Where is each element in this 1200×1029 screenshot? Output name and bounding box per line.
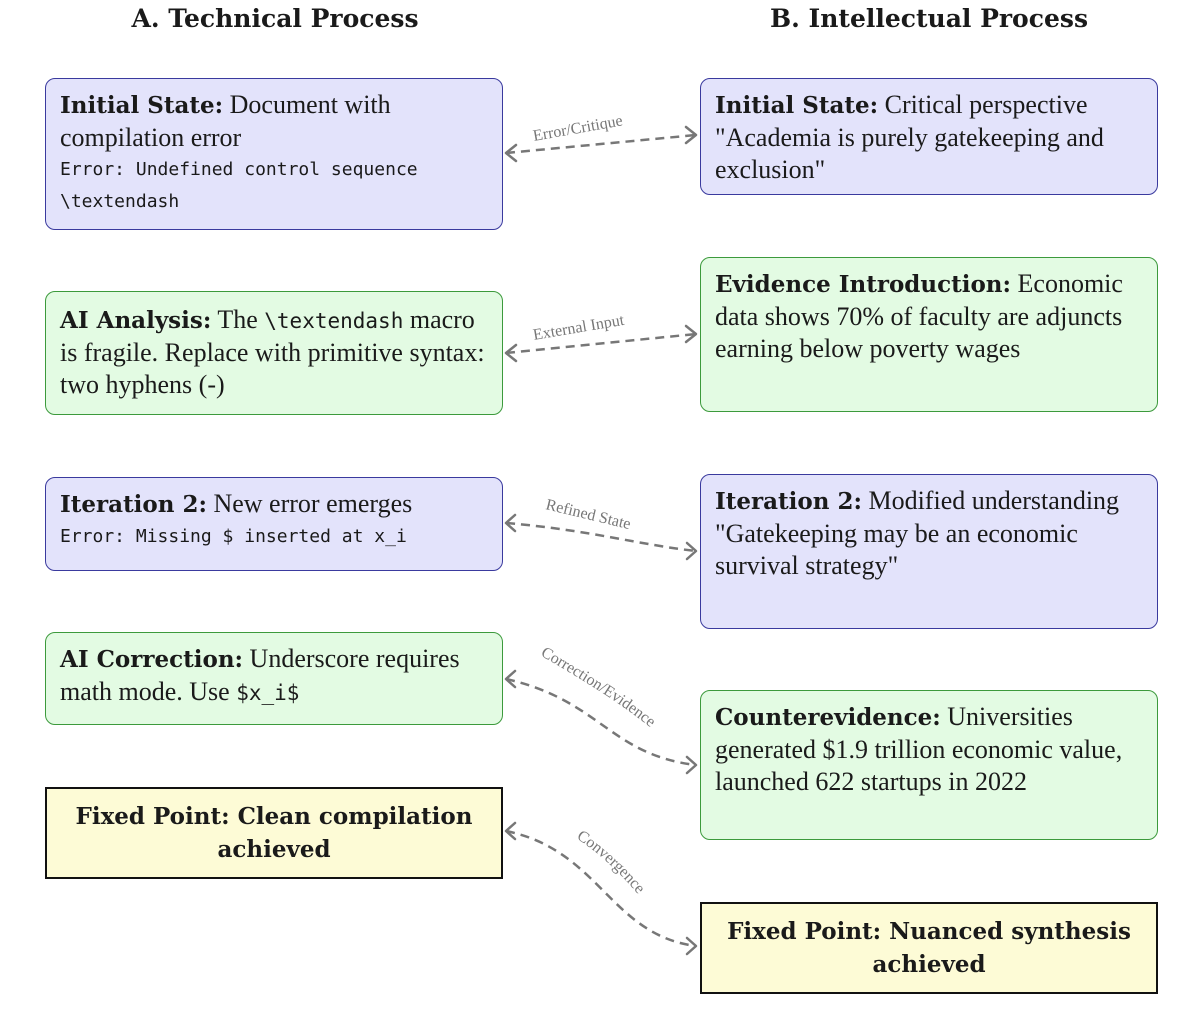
box-title: Counterevidence: (715, 704, 941, 731)
link-label-correction-evidence: Correction/Evidence (538, 644, 659, 731)
technical-ai-correction-box: AI Correction: Underscore requires math … (45, 632, 503, 725)
arrowhead-right (684, 125, 698, 145)
box-text: Critical perspective "Academia is purely… (715, 90, 1104, 184)
arrowhead-right (684, 324, 698, 344)
intellectual-iteration-2-box: Iteration 2: Modified understanding "Gat… (700, 474, 1158, 629)
box-text: Universities generated $1.9 trillion eco… (715, 702, 1123, 796)
intellectual-fixed-point-box: Fixed Point: Nuanced synthesis achieved (700, 902, 1158, 994)
technical-ai-analysis-box: AI Analysis: The \textendash macro is fr… (45, 291, 503, 415)
box-title: Initial State: (60, 92, 224, 119)
technical-fixed-point-box: Fixed Point: Clean compilation achieved (45, 787, 503, 879)
box-title: AI Correction: (60, 646, 244, 673)
inline-code: $x_i$ (236, 681, 300, 705)
link-line-external-input (505, 332, 697, 355)
technical-initial-state-box: Initial State: Document with compilation… (45, 78, 503, 230)
column-title-technical: A. Technical Process (131, 4, 419, 33)
arrowhead-left (504, 669, 517, 689)
technical-iteration-2-box: Iteration 2: New error emerges Error: Mi… (45, 477, 503, 571)
inline-code: \textendash (264, 309, 404, 333)
box-title: Iteration 2: (715, 488, 862, 515)
intellectual-counterevidence-box: Counterevidence: Universities generated … (700, 690, 1158, 840)
fixed-point-text: Fixed Point: Clean compilation achieved (75, 803, 473, 863)
arrowhead-left (504, 821, 517, 841)
arrowhead-left (504, 143, 518, 163)
arrowhead-right (685, 541, 698, 561)
link-line-convergence (505, 829, 697, 948)
arrowhead-right (685, 755, 698, 775)
box-text: Document with compilation error (60, 90, 391, 152)
arrowhead-left (504, 343, 518, 363)
box-title: AI Analysis: (60, 307, 212, 334)
arrowhead-left (504, 513, 517, 533)
link-line-correction-evidence (505, 677, 697, 767)
error-code-line: \textendash (60, 191, 180, 212)
link-line-error-critique (505, 133, 697, 155)
intellectual-evidence-box: Evidence Introduction: Economic data sho… (700, 257, 1158, 412)
box-text: macro is fragile. Replace with primitive… (60, 305, 485, 399)
box-title: Initial State: (715, 92, 879, 119)
box-title: Iteration 2: (60, 491, 207, 518)
link-label-error-critique: Error/Critique (532, 112, 624, 145)
link-label-convergence: Convergence (574, 827, 648, 897)
box-text: New error emerges (213, 489, 413, 518)
error-code-line: Error: Missing $ inserted at x_i (60, 526, 407, 547)
box-text: Economic data shows 70% of faculty are a… (715, 269, 1123, 363)
link-label-external-input: External Input (532, 312, 626, 344)
link-line-refined-state (505, 521, 697, 553)
box-text: The (217, 305, 258, 334)
arrowhead-right (685, 936, 698, 956)
intellectual-initial-state-box: Initial State: Critical perspective "Aca… (700, 78, 1158, 195)
box-text: Modified understanding "Gatekeeping may … (715, 486, 1120, 580)
box-title: Evidence Introduction: (715, 271, 1012, 298)
column-title-intellectual: B. Intellectual Process (769, 4, 1089, 33)
box-text: Underscore requires math mode. Use (60, 644, 460, 706)
fixed-point-text: Fixed Point: Nuanced synthesis achieved (727, 918, 1131, 978)
error-code-line: Error: Undefined control sequence (60, 159, 418, 180)
